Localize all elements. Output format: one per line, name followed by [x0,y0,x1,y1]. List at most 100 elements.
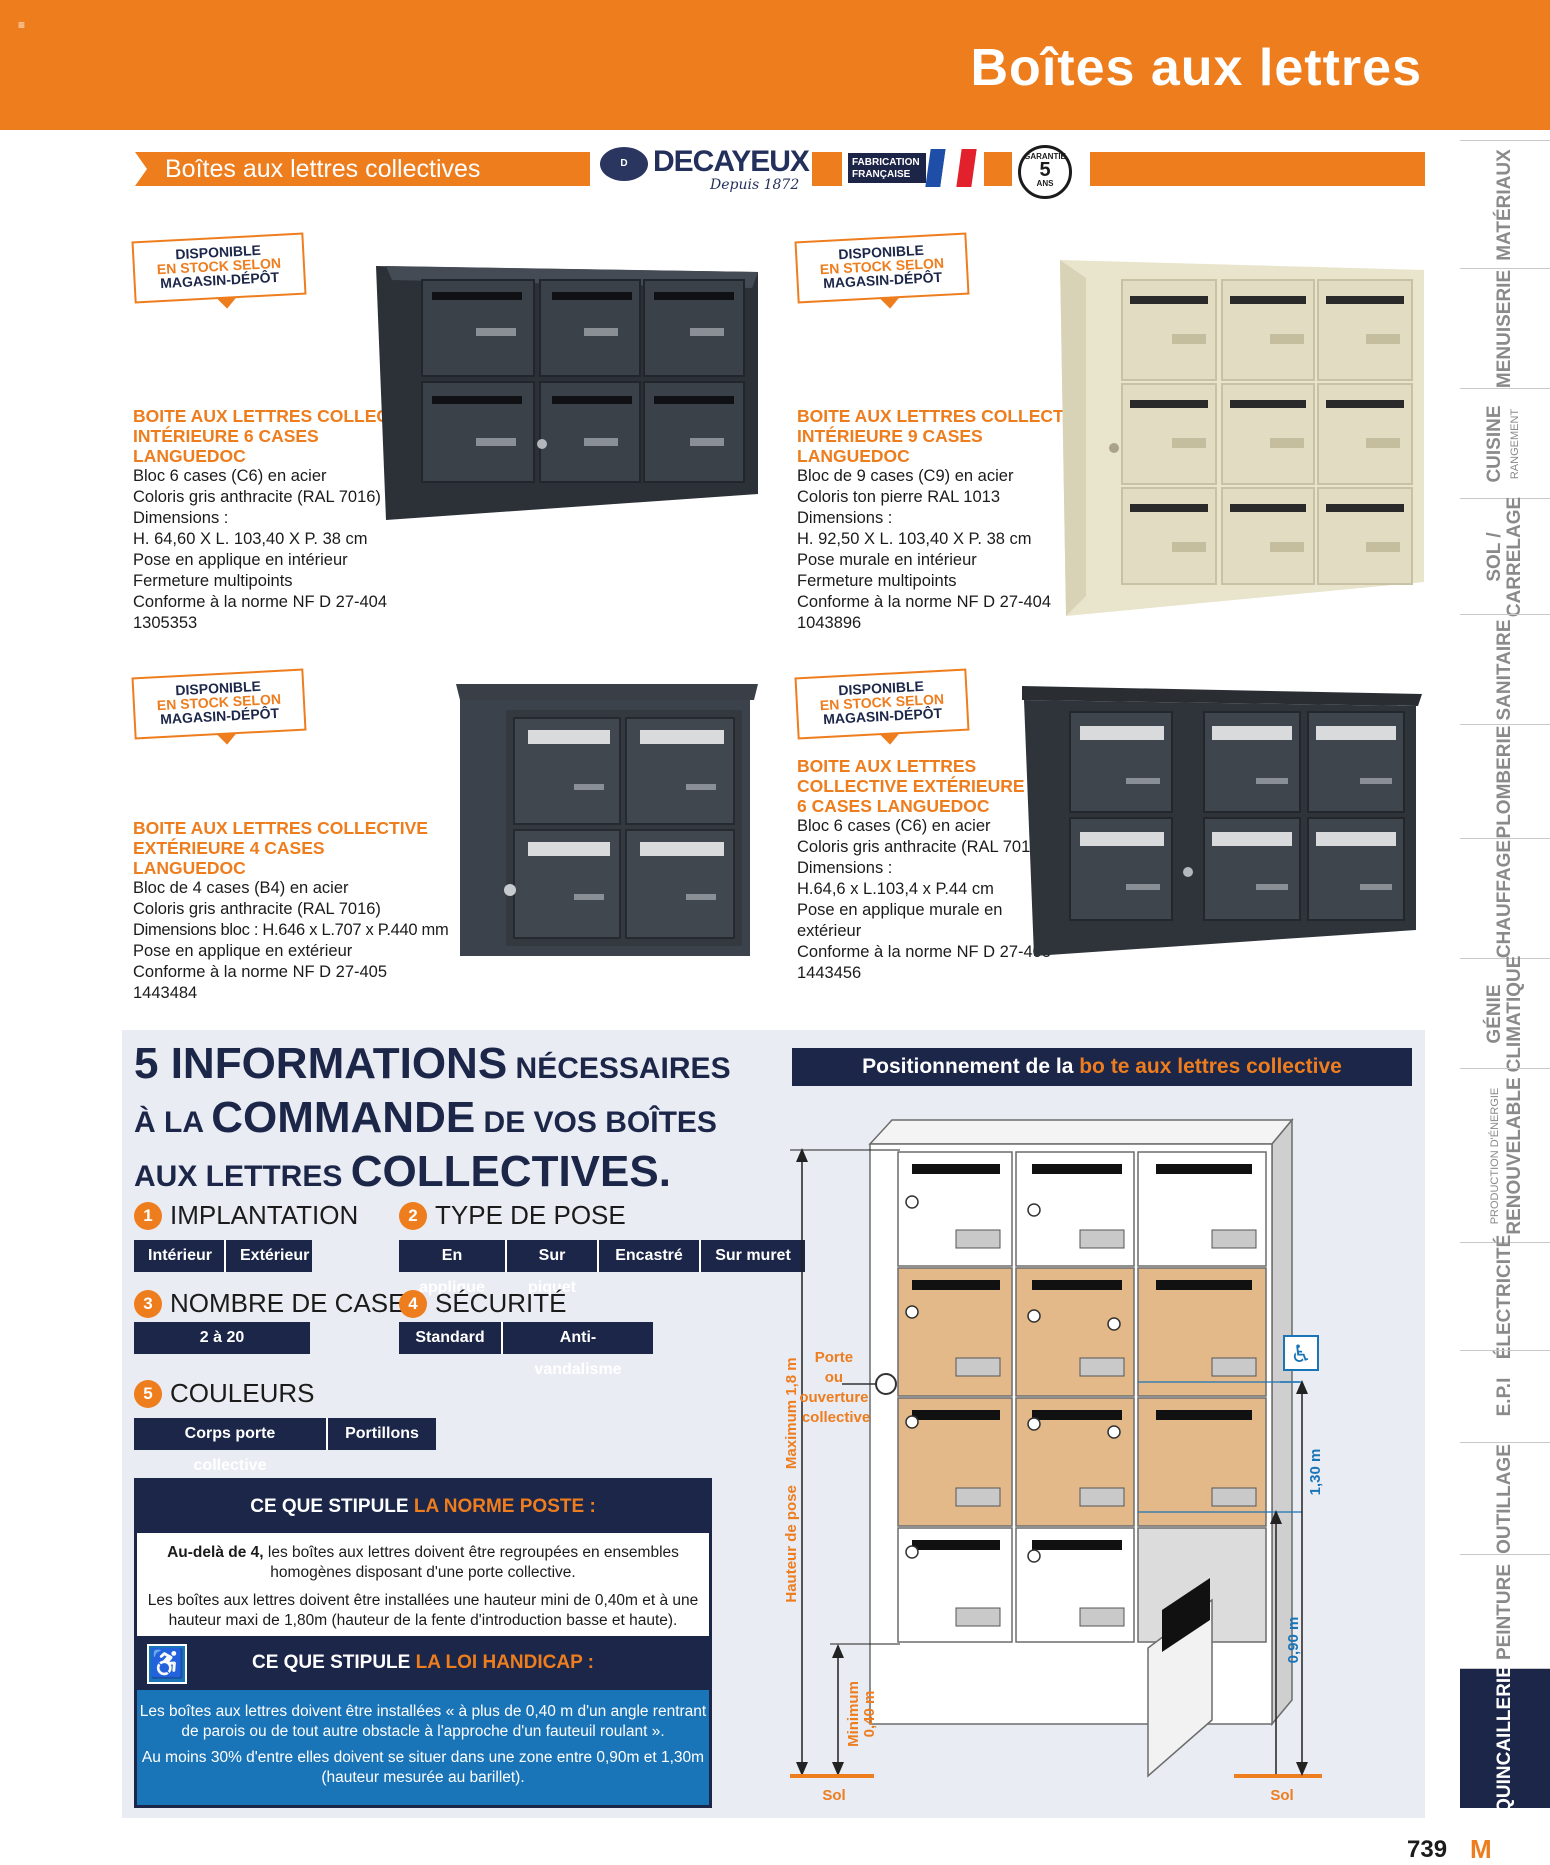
guarantee-badge: GARANTIE 5 ANS [1018,145,1072,199]
product-title: BOITE AUX LETTRES COLLECTIVE [133,406,428,426]
option-corps-porte-collective[interactable]: Corps porte collective [134,1418,328,1474]
tab-sol-carrelage[interactable]: SOL /CARRELAGE [1460,496,1550,617]
tab-peinture[interactable]: PEINTURE [1460,1554,1550,1668]
type-pose-options: En applique Sur piquet Encastré Sur mure… [399,1240,805,1296]
option-interieur[interactable]: Intérieur [134,1240,226,1272]
heading-part: LA NORME POSTE : [413,1496,596,1517]
tab-label-text: PLOMBERIE [1494,725,1515,838]
option-standard[interactable]: Standard [399,1322,503,1354]
heading-part: CE QUE STIPULE [250,1496,414,1517]
tab-outillage[interactable]: OUTILLAGE [1460,1442,1550,1554]
tab-quincaillerie[interactable]: QUINCAILLERIE [1460,1665,1550,1812]
tab-menuiserie[interactable]: MENUISERIE [1460,268,1550,388]
tab-label-text: SANITAIRE [1494,619,1515,720]
tab-label-text: GÉNIE [1484,983,1505,1044]
tab-label: E.P.I [1494,1377,1515,1416]
product-spec: Coloris gris anthracite (RAL 7016) [797,838,1045,856]
wheelchair-sign-glyph: ♿ [1290,1340,1312,1368]
group-number: 4 [399,1289,427,1318]
product-spec: Conforme à la norme NF D 27-404 [133,593,388,611]
option-portillons[interactable]: Portillons [328,1418,436,1450]
position-diagram: ♿ Hauteur de poseMaximum 1,8 m Minimum0,… [783,1117,1324,1800]
tab-label-text: CARRELAGE [1504,496,1525,617]
french-flag-icon [925,149,977,187]
product-title: EXTÉRIEURE 4 CASES LANGUEDOC [133,838,325,878]
menu-icon[interactable]: ≡ [18,18,26,32]
tab-label-text: CUISINE [1484,404,1505,483]
tab-label-text: MATÉRIAUX [1494,148,1515,261]
group-number: 1 [134,1201,162,1230]
tab-label-text: PEINTURE [1494,1563,1515,1660]
tab-label: OUTILLAGE [1494,1443,1515,1554]
tab-materiaux[interactable]: MATÉRIAUX [1460,140,1550,268]
product-spec: Dimensions : [797,509,893,527]
tab-label: MENUISERIE [1494,269,1515,388]
label-part: Maximum 1,8 m [783,1357,800,1469]
brand-emblem-icon: D [600,147,648,181]
tab-label-text: OUTILLAGE [1494,1443,1515,1554]
product-spec: Conforme à la norme NF D 27-405 [797,943,1052,961]
loi-text-1: Les boîtes aux lettres doivent être inst… [139,1703,707,1740]
product-title: BOITE AUX LETTRES [797,756,977,776]
tab-electricite[interactable]: ÉLECTRICITÉ [1460,1234,1550,1359]
tab-label: QUINCAILLERIE [1494,1665,1515,1813]
tab-label-text: RENOUVELABLE [1504,1076,1525,1235]
couleurs-options: Corps porte collective Portillons [134,1418,436,1474]
product-spec: Coloris gris anthracite (RAL 7016) [133,488,381,506]
option-sur-muret[interactable]: Sur muret [701,1240,805,1272]
ribbon-segment [984,152,1012,186]
page-title: Boîtes aux lettres [970,39,1422,97]
tab-chauffage[interactable]: CHAUFFAGE [1460,838,1550,958]
product-spec: Coloris gris anthracite (RAL 7016) [133,900,381,918]
info-title-part: NÉCESSAIRES [507,1052,731,1085]
tab-sublabel: PRODUCTION D'ÉNERGIE [1489,1087,1501,1224]
product-title: INTÉRIEURE 6 CASES LANGUEDOC [133,426,319,466]
ribbon-segment [1090,152,1425,186]
group-number: 3 [134,1289,162,1318]
tab-label-text: MENUISERIE [1494,269,1515,388]
heading-part: LA LOI HANDICAP : [415,1652,595,1673]
tab-label-text: SOL / [1484,531,1505,582]
tab-label: PLOMBERIE [1494,725,1515,838]
option-sur-piquet[interactable]: Sur piquet [507,1240,599,1296]
label-part: collective [802,1409,870,1426]
product-info: BOITE AUX LETTRES COLLECTIVE EXTÉRIEURE … [797,756,1097,984]
stock-badge: DISPONIBLE EN STOCK SELON MAGASIN-DÉPÔT [794,668,970,740]
implantation-options: Intérieur Extérieur [134,1240,312,1272]
product-reference: 1443456 [797,964,862,982]
product-image-stone-9 [1060,260,1424,616]
guarantee-bottom: ANS [1036,179,1054,188]
product-spec: Dimensions : [797,859,893,877]
option-en-applique[interactable]: En applique [399,1240,507,1296]
tab-label-text: ÉLECTRICITÉ [1494,1234,1515,1359]
option-anti-vandalisme[interactable]: Anti-vandalisme [503,1322,653,1378]
collective-lock-icon [875,1373,897,1395]
option-2-a-20[interactable]: 2 à 20 [134,1322,310,1354]
tab-plomberie[interactable]: PLOMBERIE [1460,724,1550,838]
height-130-label: 1,30 m [1307,1449,1324,1496]
norme-text-2: Les boîtes aux lettres doivent être inst… [147,1592,699,1629]
product-spec: Bloc de 9 cases (C9) en acier [797,467,1014,485]
product-info: BOITE AUX LETTRES COLLECTIVE EXTÉRIEURE … [133,818,449,1004]
option-exterieur[interactable]: Extérieur [226,1240,312,1272]
option-encastre[interactable]: Encastré [599,1240,701,1272]
label-part: ou [825,1369,843,1386]
tab-epi[interactable]: E.P.I [1460,1350,1550,1442]
max-height-label: Hauteur de poseMaximum 1,8 m [783,1357,800,1602]
product-spec: H. 92,50 X L. 103,40 X P. 38 cm [797,530,1032,548]
product-reference: 1043896 [797,614,862,632]
norme-bold: Au-delà de 4, [167,1544,264,1561]
section-ribbon: Boîtes aux lettres collectives [135,152,590,186]
order-info-section: 5 INFORMATIONS NÉCESSAIRES À LA COMMANDE… [122,1030,1425,1818]
product-spec: Conforme à la norme NF D 27-405 [133,963,388,981]
tab-sanitaire[interactable]: SANITAIRE [1460,614,1550,724]
stock-badge: DISPONIBLE EN STOCK SELON MAGASIN-DÉPÔT [131,668,307,740]
